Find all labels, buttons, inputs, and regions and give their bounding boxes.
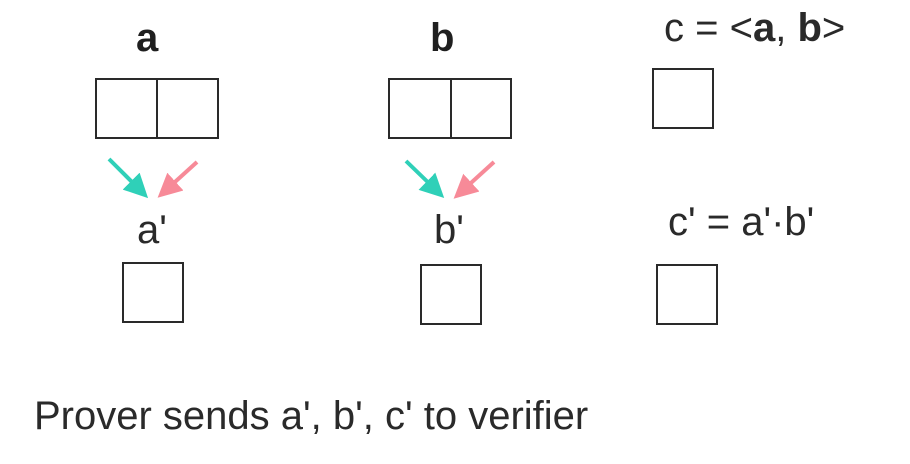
vector-a-prime-label: a' — [137, 208, 167, 252]
arrow-right-b — [453, 160, 496, 199]
vector-b-label: b — [430, 16, 455, 60]
vector-b-box — [388, 78, 512, 139]
vector-a-box — [95, 78, 219, 139]
caption: Prover sends a', b', c' to verifier — [34, 394, 589, 438]
c-prime-formula: c' = a'·b' — [668, 200, 815, 244]
vector-a-prime-box — [122, 262, 184, 323]
vector-b-prime-label: b' — [434, 208, 464, 252]
c-box — [652, 68, 714, 129]
c-formula-prefix: c = < — [664, 6, 753, 50]
vector-a-divider — [156, 80, 158, 137]
c-prime-box — [656, 264, 718, 325]
c-inner-product-formula: c = <a, b> — [664, 8, 845, 48]
vector-a-label: a — [136, 16, 159, 60]
arrow-left-a — [107, 157, 149, 199]
vector-b-prime-box — [420, 264, 482, 325]
c-formula-b: b — [797, 6, 822, 50]
vector-b-divider — [450, 80, 452, 137]
c-formula-comma: , — [775, 6, 798, 50]
arrow-left-b — [404, 159, 445, 198]
c-formula-suffix: > — [821, 6, 846, 50]
c-formula-a: a — [752, 6, 776, 50]
arrow-right-a — [157, 160, 199, 198]
